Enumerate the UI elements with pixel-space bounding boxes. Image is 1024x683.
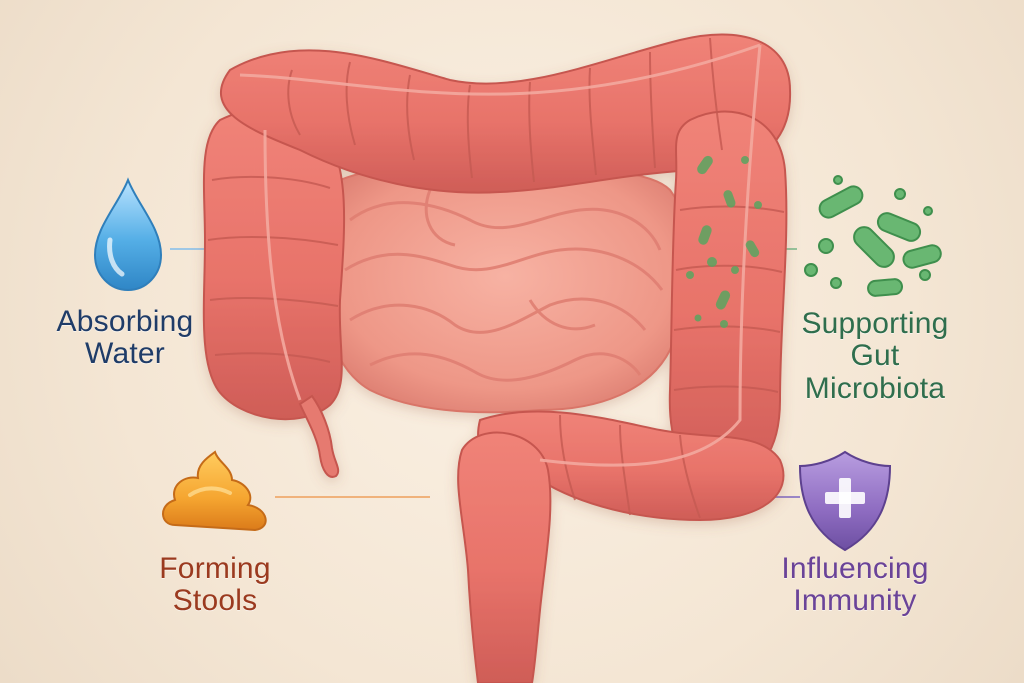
callout-line: Stools bbox=[172, 584, 258, 618]
bacteria-icon bbox=[804, 175, 942, 297]
callout-label-influencing-immunity: Influencing Immunity bbox=[735, 552, 975, 618]
callout-label-forming-stools: Forming Stools bbox=[125, 552, 305, 618]
intestine-illustration bbox=[202, 33, 792, 683]
rectum bbox=[457, 431, 552, 683]
callout-line: Forming bbox=[159, 552, 271, 585]
callout-line: Influencing bbox=[781, 552, 929, 585]
callout-label-supporting-gut-microbiota: Supporting Gut Microbiota bbox=[770, 307, 980, 405]
callout-line: Supporting bbox=[801, 307, 949, 340]
colon-microbiota-overlay bbox=[686, 155, 762, 328]
shield-plus-icon bbox=[798, 450, 892, 552]
callout-line: Microbiota bbox=[804, 371, 946, 405]
appendix bbox=[298, 394, 340, 478]
small-intestine bbox=[320, 164, 690, 414]
water-drop-icon bbox=[93, 177, 163, 292]
small-intestine-folds bbox=[344, 189, 664, 382]
callout-line: Absorbing bbox=[56, 305, 194, 338]
colon-haustra bbox=[207, 37, 785, 519]
callout-line: Water bbox=[85, 337, 165, 371]
callout-line: Immunity bbox=[793, 584, 917, 618]
stool-icon bbox=[162, 450, 267, 532]
callout-line: Gut bbox=[850, 339, 900, 373]
taenia-coli-stripe bbox=[239, 43, 762, 467]
callout-label-absorbing-water: Absorbing Water bbox=[30, 305, 220, 371]
